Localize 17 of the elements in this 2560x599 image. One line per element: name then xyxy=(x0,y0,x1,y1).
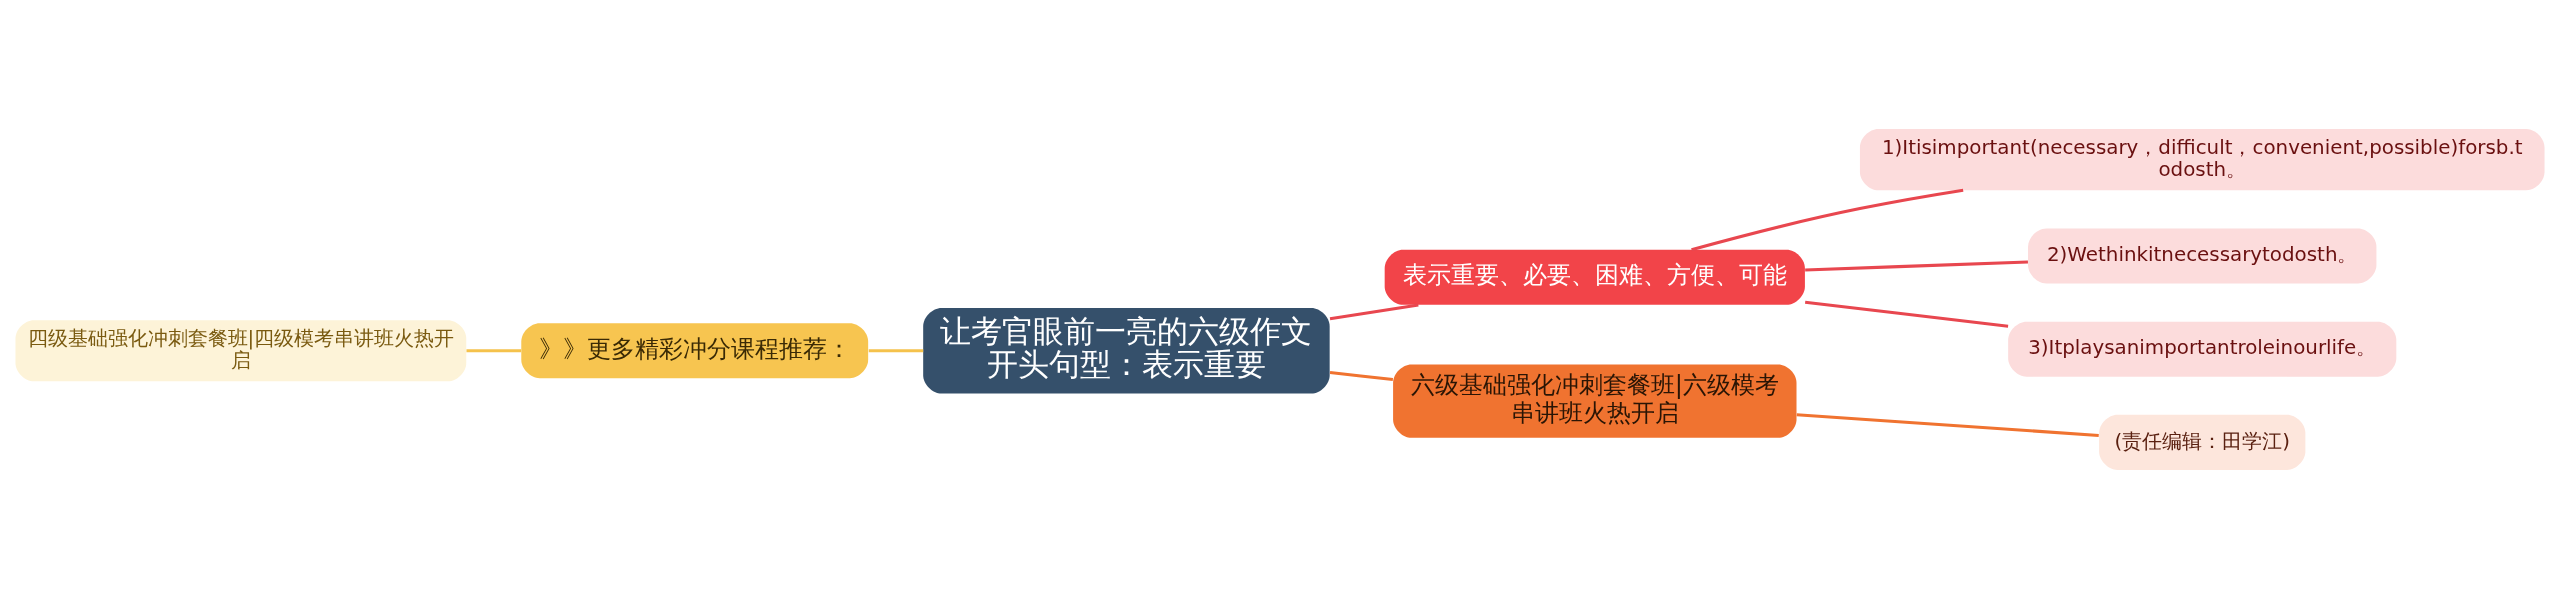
connector xyxy=(868,349,924,353)
node-box: 3)Itplaysanimportantroleinourlife。 xyxy=(2008,321,2397,377)
connector xyxy=(1805,260,2028,272)
node-box: 让考官眼前一亮的六级作文开头句型：表示重要 xyxy=(923,307,1330,394)
node-box: (责任编辑：田学江) xyxy=(2099,414,2306,470)
node-box: 表示重要、必要、困难、方便、可能 xyxy=(1384,249,1805,305)
connector xyxy=(1329,303,1419,321)
connector xyxy=(1329,371,1394,381)
connector xyxy=(1691,188,1964,252)
connector xyxy=(466,349,522,353)
node-box: 六级基础强化冲刺套餐班|六级模考串讲班火热开启 xyxy=(1393,364,1797,438)
connector xyxy=(1796,413,2099,437)
node-box: 2)Wethinkitnecessarytodosth。 xyxy=(2028,228,2377,284)
node-box: 四级基础强化冲刺套餐班|四级模考串讲班火热开启 xyxy=(15,320,467,382)
node-box: 》》更多精彩冲分课程推荐： xyxy=(521,323,869,379)
node-box: 1)Itisimportant(necessary，difficult，convenient,possible)forsb.todosth。 xyxy=(1859,129,2545,191)
connector xyxy=(1804,300,2009,328)
